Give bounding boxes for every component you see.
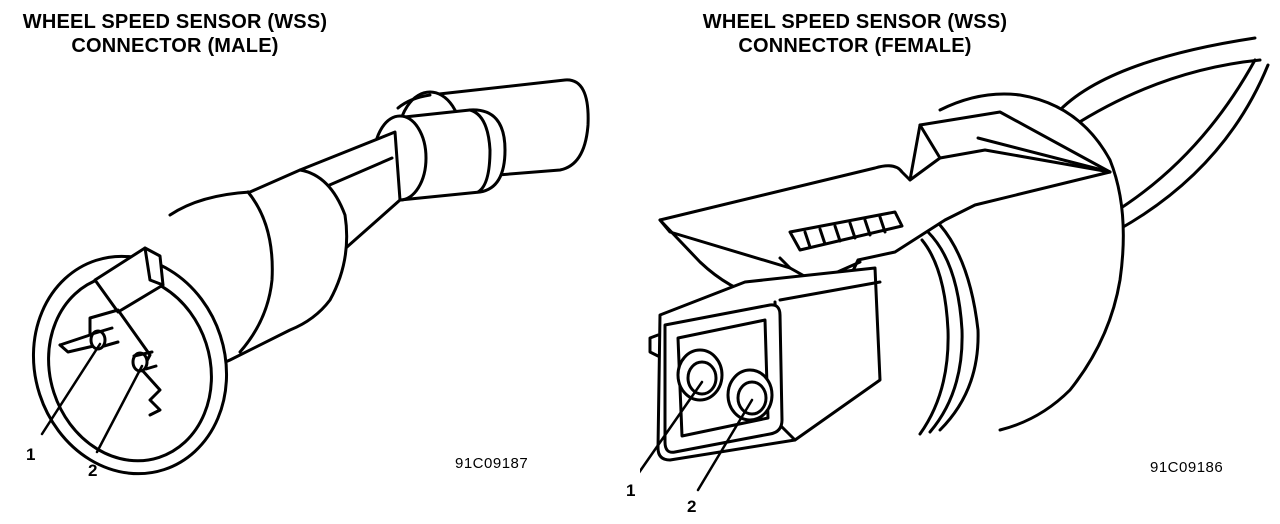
male-callout-2: 2	[88, 461, 98, 480]
female-terminal-1	[678, 350, 722, 400]
female-wires	[1060, 38, 1268, 230]
male-leader-2	[97, 366, 142, 452]
male-leader-1	[42, 344, 100, 434]
female-connector-drawing	[640, 0, 1280, 524]
female-title-line1: WHEEL SPEED SENSOR (WSS)	[702, 11, 1008, 33]
female-terminal-2	[728, 370, 772, 420]
male-connector-title: WHEEL SPEED SENSOR (WSS) CONNECTOR (MALE…	[0, 10, 350, 58]
female-rear-boot	[920, 94, 1123, 434]
male-connector-drawing	[0, 0, 640, 524]
female-latch-ribs	[790, 212, 902, 250]
female-leader-2	[698, 400, 752, 490]
female-title-line2: CONNECTOR (FEMALE)	[738, 35, 972, 57]
male-title-line2: CONNECTOR (MALE)	[71, 35, 279, 57]
female-callout-1: 1	[626, 481, 636, 500]
female-connector-title: WHEEL SPEED SENSOR (WSS) CONNECTOR (FEMA…	[660, 10, 1050, 58]
male-callout-1: 1	[26, 445, 36, 464]
male-title-line1: WHEEL SPEED SENSOR (WSS)	[22, 11, 328, 33]
female-callout-2: 2	[687, 497, 697, 516]
male-connector-panel: WHEEL SPEED SENSOR (WSS) CONNECTOR (MALE…	[0, 0, 640, 524]
male-figure-code: 91C09187	[455, 455, 529, 472]
male-pin-2	[133, 352, 156, 371]
female-leader-1	[640, 382, 702, 474]
female-connector-panel: WHEEL SPEED SENSOR (WSS) CONNECTOR (FEMA…	[626, 0, 1280, 524]
female-figure-code: 91C09186	[1150, 459, 1224, 476]
male-latch-tab	[95, 248, 163, 312]
